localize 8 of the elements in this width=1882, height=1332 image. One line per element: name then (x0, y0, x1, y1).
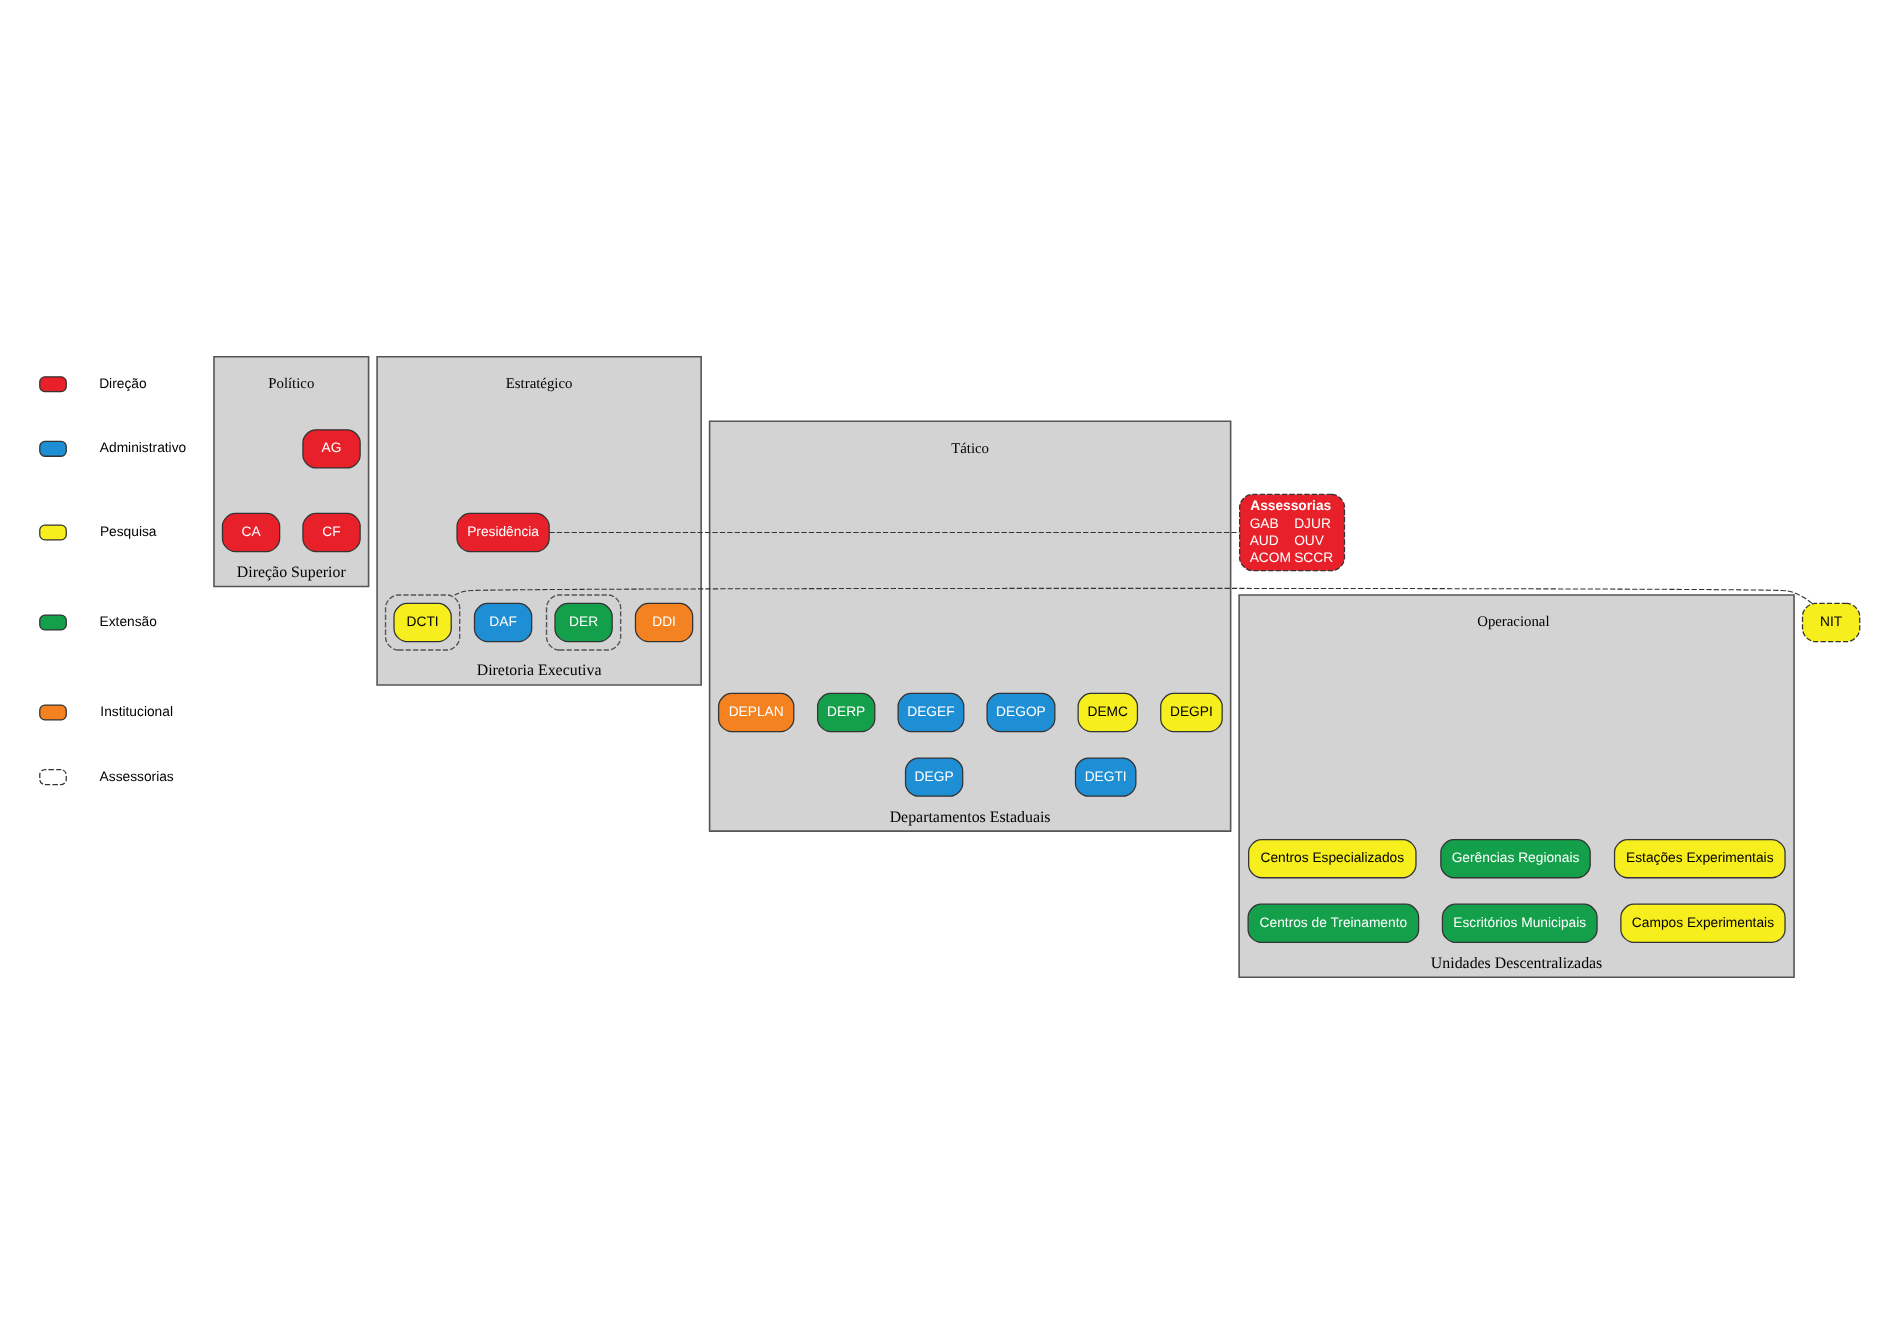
node-label: Operacional (1477, 611, 1550, 630)
node-label: Político (268, 373, 315, 392)
node-label: Estratégico (505, 373, 573, 392)
connector (454, 586, 1813, 603)
connector (548, 530, 1240, 533)
cluster (545, 593, 622, 650)
node-label: Tático (951, 437, 990, 456)
cluster (384, 593, 461, 650)
